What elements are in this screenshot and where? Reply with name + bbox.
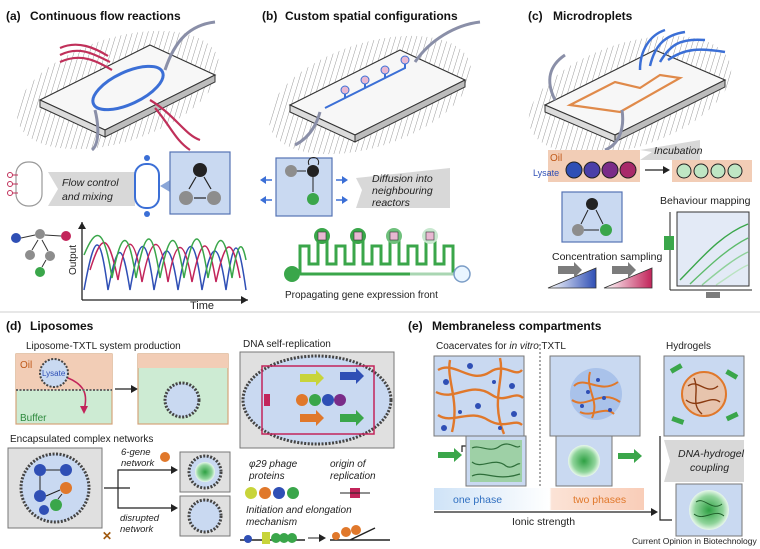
trace-magenta: [89, 242, 241, 283]
lysate-label: Lysate: [533, 168, 559, 178]
outlet-node: [453, 265, 471, 283]
callout-line-1: Flow control: [62, 177, 119, 189]
coacervates-italic: in vitro: [509, 341, 539, 352]
tubing-blue: [638, 28, 726, 71]
ionic-label: Ionic strength: [512, 516, 575, 528]
panel-d: (d) Liposomes Liposome-TXTL system produ…: [6, 319, 395, 544]
gene6-line-1: 6-gene: [121, 447, 151, 458]
panel-c-letter: (c): [528, 9, 543, 23]
coupling-line-1: DNA-hydrogel: [678, 448, 745, 460]
oil-label-d: Oil: [20, 360, 32, 371]
panel-b: (b) Custom spatial configurations Diffus…: [260, 9, 481, 301]
origin-line-2: replication: [330, 471, 376, 482]
inactive-liposome: [187, 498, 223, 534]
coacervates-label: Coacervates for in vitro TXTL: [436, 341, 566, 352]
callout-line-2: and mixing: [62, 191, 113, 203]
system-label: Liposome-TXTL system production: [26, 341, 181, 352]
lysate-droplet: [39, 358, 69, 388]
blue-gradient-wedge: [547, 267, 597, 289]
trace-blue: [83, 244, 247, 291]
inlet-node: [284, 266, 300, 282]
hydrogel-bead: [681, 371, 727, 417]
lysate-label-d: Lysate: [42, 369, 66, 378]
coacervates-pre: Coacervates for: [436, 341, 509, 352]
panel-c: (c) Microdroplets Oil Lysate Incubation: [528, 9, 752, 298]
callout-b-line-2: neighbouring: [372, 185, 433, 197]
disrupted-line-2: network: [120, 524, 155, 535]
ring-schematic: [134, 163, 160, 209]
panel-b-title: Custom spatial configurations: [285, 9, 458, 23]
behaviour-map: [676, 211, 750, 287]
callout-flow-control: [48, 172, 135, 206]
panel-e: (e) Membraneless compartments Coacervate…: [408, 319, 745, 537]
cross-icon: ✕: [102, 529, 112, 543]
network-inset-a: [169, 151, 231, 215]
liposome: [163, 381, 201, 419]
network-inset-b: [275, 157, 333, 217]
coupled-hydrogel: [689, 490, 729, 530]
panel-b-letter: (b): [262, 9, 277, 23]
callout-b-line-1: Diffusion into: [372, 173, 433, 185]
node-blue: [11, 233, 21, 243]
coacervates-post: TXTL: [539, 341, 566, 352]
one-phase-label: one phase: [453, 494, 502, 506]
droplet-channel: [566, 73, 684, 114]
ring-reactor: [91, 64, 165, 112]
tubing-grey: [163, 20, 216, 71]
callout-incubation: [640, 140, 700, 160]
hydrogels-label: Hydrogels: [666, 341, 711, 352]
panel-e-letter: (e): [408, 319, 423, 333]
two-phases-label: two phases: [573, 494, 626, 506]
behaviour-label: Behaviour mapping: [660, 195, 751, 207]
panel-a: (a) Continuous flow reactions Flow contr…: [6, 9, 248, 312]
panel-d-letter: (d): [6, 319, 21, 333]
callout-coupling: [664, 440, 744, 482]
callout-diffusion: [356, 168, 450, 208]
init-line-1: Initiation and elongation: [246, 505, 352, 516]
incubation-label: Incubation: [654, 145, 703, 157]
encap-label: Encapsulated complex networks: [10, 434, 153, 445]
phi29-line-2: proteins: [248, 471, 285, 482]
init-line-2: mechanism: [246, 517, 297, 528]
tubing-red: [59, 49, 113, 71]
dna-rep-label: DNA self-replication: [243, 339, 331, 350]
panel-a-letter: (a): [6, 9, 21, 23]
expressing-liposome: [195, 462, 215, 482]
plot-x-label: Time: [190, 300, 214, 312]
flow-loop-icon: [15, 161, 43, 207]
trace-green: [83, 234, 247, 279]
gene6-line-2: network: [121, 458, 156, 469]
expressing-coacervate: [568, 445, 600, 477]
plot-y-label: Output: [68, 245, 79, 275]
panel-b-caption: Propagating gene expression front: [285, 290, 438, 301]
buffer-label: Buffer: [20, 413, 47, 424]
callout-b-line-3: reactors: [372, 197, 411, 209]
coupling-line-2: coupling: [690, 462, 729, 474]
disrupted-line-1: disrupted: [120, 513, 160, 524]
phi29-line-1: φ29 phage: [249, 459, 298, 470]
panel-d-title: Liposomes: [30, 319, 94, 333]
panel-c-title: Microdroplets: [553, 9, 633, 23]
panel-e-title: Membraneless compartments: [432, 319, 602, 333]
panel-a-title: Continuous flow reactions: [30, 9, 181, 23]
journal-footer: Current Opinion in Biotechnology: [632, 536, 757, 546]
oil-label: Oil: [550, 153, 562, 164]
phase-gradient: [434, 488, 644, 510]
origin-line-1: origin of: [330, 459, 367, 470]
sampling-label: Concentration sampling: [552, 251, 662, 263]
